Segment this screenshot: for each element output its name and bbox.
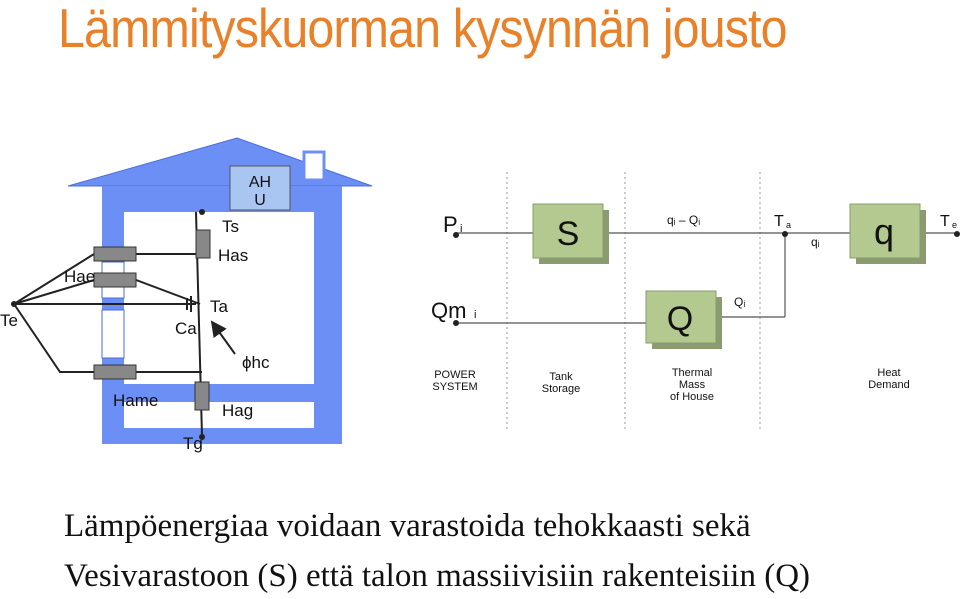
label-qi: qᵢ: [811, 235, 820, 249]
resistors: [93, 229, 211, 411]
label-phi-hc: ϕhc: [242, 353, 270, 372]
ahu-label-line2: U: [254, 192, 266, 209]
caption-line-2: Vesivarastoon (S) että talon massiivisii…: [64, 558, 811, 594]
house-walls: [102, 186, 342, 444]
house-chimney: [302, 150, 326, 182]
label-te-flow: T: [940, 213, 950, 230]
label-ta-house: Ta: [210, 297, 229, 316]
house-window-lower: [101, 309, 125, 359]
slide-title: Lämmityskuorman kysynnän jousto: [58, 0, 788, 59]
label-hag: Hag: [222, 401, 253, 420]
house-roof: [67, 137, 373, 187]
label-ta: T: [774, 213, 784, 230]
label-tg: Tg: [183, 434, 203, 453]
node-qmi: [453, 320, 459, 326]
label-Qi: Qᵢ: [734, 295, 745, 309]
label-hae: Hae: [64, 267, 95, 286]
block-q-demand: q: [849, 203, 926, 264]
node-tg: [199, 434, 205, 440]
label-te-house: Te: [0, 311, 18, 330]
resistor-hame: [93, 364, 137, 380]
capacitor-ca: [186, 296, 192, 312]
label-hame: Hame: [113, 391, 158, 410]
block-s: S: [532, 203, 609, 264]
node-ts: [199, 209, 205, 215]
label-qmi: Qm: [431, 298, 466, 323]
svg-text:q: q: [874, 211, 894, 252]
label-ca: Ca: [175, 319, 197, 338]
label-te-flow-sub: e: [952, 220, 957, 230]
svg-text:Q: Q: [667, 300, 693, 338]
label-pi: P: [443, 212, 458, 237]
ahu-unit: [229, 165, 291, 211]
resistor-has: [195, 229, 211, 259]
label-qi-minus-Qi: qᵢ – Qᵢ: [667, 213, 700, 227]
flow-lines: [456, 232, 957, 324]
label-has: Has: [218, 246, 248, 265]
block-q-mass: Q: [645, 290, 722, 349]
resistor-hae-top: [93, 246, 137, 262]
node-te: [11, 301, 17, 307]
label-qmi-sub: i: [474, 309, 476, 321]
node-pi: [453, 232, 459, 238]
node-ta: [782, 231, 788, 237]
ahu-label-line1: AH: [249, 174, 271, 191]
label-pi-sub: i: [460, 223, 462, 235]
svg-text:S: S: [557, 215, 580, 253]
label-ts: Ts: [222, 217, 239, 236]
resistor-hae-bottom: [93, 272, 137, 288]
house-illustration: AH U: [67, 137, 373, 444]
caption-line-1: Lämpöenergiaa voidaan varastoida tehokka…: [64, 508, 751, 544]
column-dividers: [506, 172, 761, 432]
label-ta-sub: a: [786, 220, 791, 230]
node-te-flow: [954, 231, 960, 237]
resistor-hag: [194, 381, 210, 411]
